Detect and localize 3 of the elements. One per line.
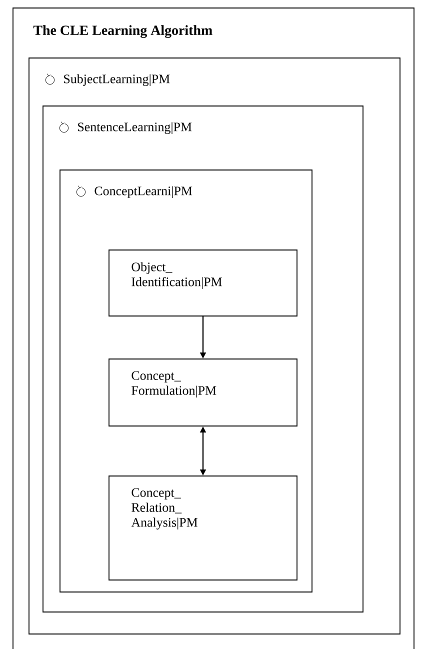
- process-box: Concept_ Relation_ Analysis|PM: [108, 476, 298, 580]
- process-box: Concept_ Formulation|PM: [108, 358, 298, 426]
- process-box: Object_ Identification|PM: [108, 250, 298, 316]
